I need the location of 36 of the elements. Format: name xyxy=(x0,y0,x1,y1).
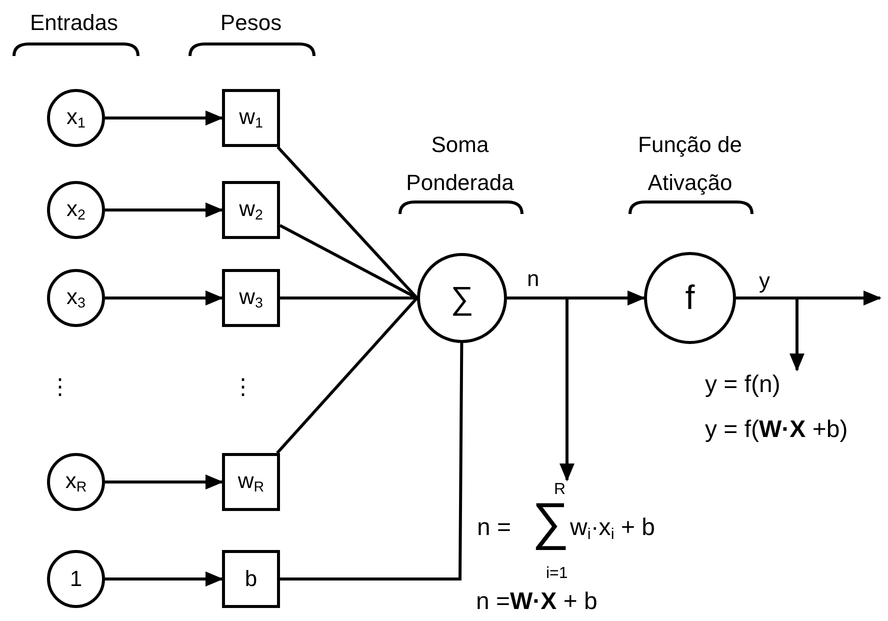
weight-box: w$_{2}$ xyxy=(222,181,280,239)
heading: Pesos xyxy=(219,9,283,37)
activation-circle: f xyxy=(644,252,736,344)
arrow xyxy=(105,202,224,218)
weight-box: w$_{3}$ xyxy=(222,269,280,327)
connector-line xyxy=(276,297,418,454)
heading: Entradas xyxy=(28,9,120,37)
arrow xyxy=(736,296,804,372)
ellipsis: ⋮ xyxy=(232,373,252,401)
arrow xyxy=(507,296,574,482)
ellipsis: ⋮ xyxy=(49,373,69,401)
formula-text: y = f(W·X +b) xyxy=(705,418,848,442)
arrow xyxy=(105,474,224,490)
node-circle: x$_{1}$ xyxy=(47,89,105,147)
formula-text: n = xyxy=(477,516,512,540)
formula-text: i=1 xyxy=(546,566,568,582)
weight-box: w$_{1}$ xyxy=(222,89,280,147)
arrow xyxy=(105,572,224,586)
heading: Função de Ativação xyxy=(637,131,743,197)
node-circle: x$_{3}$ xyxy=(47,269,105,327)
node-circle: 1 xyxy=(47,550,105,608)
heading: Soma Ponderada xyxy=(405,131,515,197)
formula-text: ∑ xyxy=(532,496,570,548)
weight-box: w$_{R}$ xyxy=(222,453,280,511)
formula-text: R xyxy=(554,482,566,498)
weight-box: b xyxy=(222,550,280,608)
node-circle: x$_{2}$ xyxy=(47,181,105,239)
arrow xyxy=(105,290,224,306)
node-circle: x$_{R}$ xyxy=(47,453,105,511)
formula-text: n =W·X + b xyxy=(476,590,598,614)
connector-line xyxy=(280,296,417,300)
formula-text: y = f(n) xyxy=(705,373,780,397)
connector-line xyxy=(280,342,464,580)
summation-circle: ∑ xyxy=(417,253,507,343)
formula-text: w$_{i}$·x$_{i}$ + b xyxy=(570,516,655,542)
arrow xyxy=(105,110,224,126)
